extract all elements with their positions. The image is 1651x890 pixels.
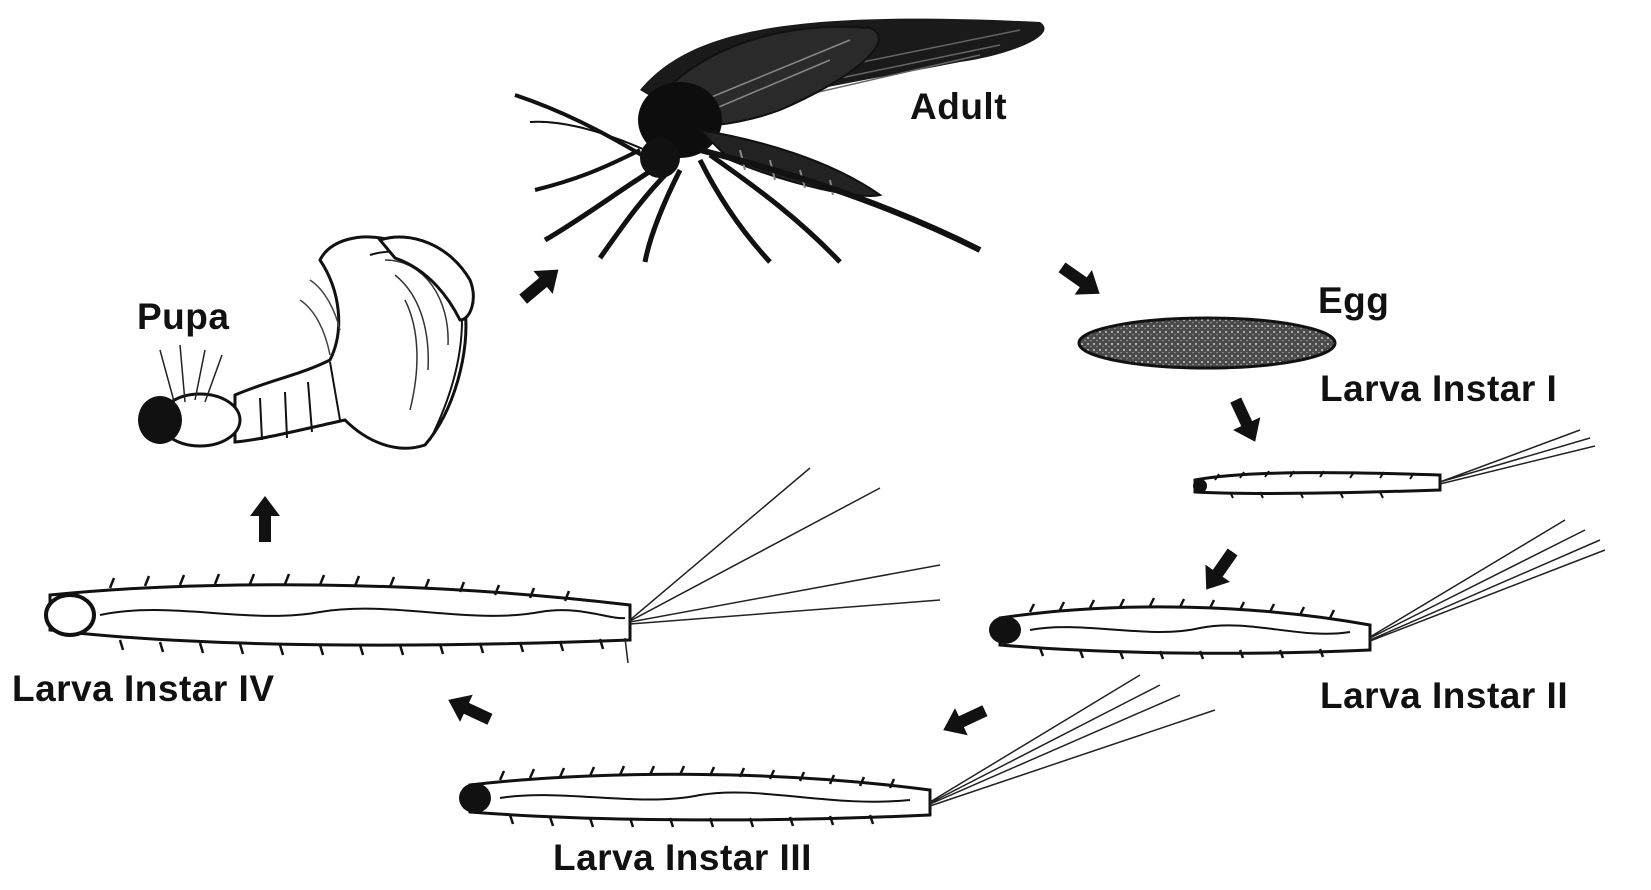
arrow-icon bbox=[514, 258, 569, 311]
pupa-icon bbox=[138, 237, 473, 448]
larva-instar-2-label: Larva Instar II bbox=[1320, 675, 1568, 717]
egg-label: Egg bbox=[1318, 280, 1389, 322]
larva-instar-4-icon bbox=[46, 468, 940, 663]
larva-instar-2-icon bbox=[989, 520, 1605, 659]
arrow-icon bbox=[937, 697, 991, 744]
larva-instar-1-label: Larva Instar I bbox=[1320, 368, 1557, 410]
arrow-icon bbox=[442, 686, 496, 733]
arrow-icon bbox=[250, 496, 280, 542]
egg-icon bbox=[1079, 318, 1335, 368]
pupa-label: Pupa bbox=[137, 296, 229, 338]
adult-mosquito-icon bbox=[515, 19, 1045, 262]
larva-instar-4-label: Larva Instar IV bbox=[12, 668, 275, 710]
arrow-icon bbox=[1053, 255, 1108, 306]
larva-instar-3-label: Larva Instar III bbox=[553, 837, 812, 879]
arrow-icon bbox=[1222, 394, 1269, 448]
arrow-icon bbox=[1194, 543, 1245, 598]
larva-instar-3-icon bbox=[459, 675, 1215, 827]
adult-label: Adult bbox=[910, 86, 1007, 128]
